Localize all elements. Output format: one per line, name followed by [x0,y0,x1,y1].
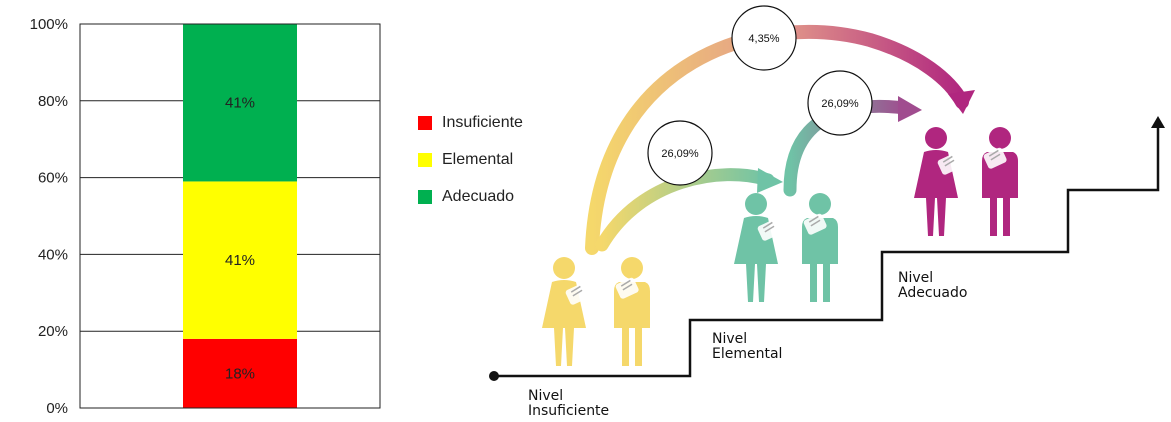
svg-text:26,09%: 26,09% [661,148,699,160]
data-label-elemental: 41% [225,252,255,269]
step-label-elemental: Nivel Elemental [712,331,782,362]
svg-text:Nivel: Nivel [528,388,563,404]
svg-text:Nivel: Nivel [712,331,747,347]
students-insuficiente-icon [542,257,650,366]
data-label-adecuado: 41% [225,95,255,112]
data-label-insuficiente: 18% [225,365,255,382]
staircase-arrowhead [1151,116,1165,128]
svg-text:4,35%: 4,35% [748,33,779,45]
legend-swatch-elemental [418,152,432,167]
badge-insuficiente-to-elemental: 26,09% [647,120,713,186]
data-labels: 18% 41% 41% [225,95,255,383]
arrowhead-to-adecuado-small [898,96,922,122]
svg-text:26,09%: 26,09% [821,98,859,110]
plot-frame [79,23,381,409]
legend-label-adecuado: Adecuado [442,187,515,205]
stacked-bar-chart: 0% 20% 40% 60% 80% 100% 18% 41% 41% [30,16,381,417]
y-tick-label: 0% [46,400,68,417]
y-axis-ticks: 0% 20% 40% 60% 80% 100% [30,16,68,417]
svg-text:Adecuado: Adecuado [898,285,967,301]
svg-text:Insuficiente: Insuficiente [528,403,609,419]
legend-swatch-insuficiente [418,115,432,130]
students-adecuado-icon [914,127,1018,236]
legend-item-elemental: Elemental [418,141,523,178]
y-tick-label: 40% [38,246,68,263]
badge-insuficiente-to-adecuado: 4,35% [731,5,797,71]
legend-label-elemental: Elemental [442,150,514,168]
svg-text:Elemental: Elemental [712,346,782,362]
arrow-insuficiente-to-adecuado [585,24,969,255]
bar-segments [183,24,297,408]
bar-segment-elemental [183,181,297,339]
step-label-adecuado: Nivel Adecuado [898,270,967,301]
staircase-line [494,124,1160,378]
arrowhead-to-elemental [757,168,783,193]
students-elemental-icon [734,193,838,302]
badge-elemental-to-adecuado: 26,09% [807,70,873,136]
y-tick-label: 100% [30,16,68,33]
y-tick-label: 20% [38,323,68,340]
y-tick-label: 60% [38,170,68,187]
step-label-insuficiente: Nivel Insuficiente [528,388,609,419]
legend-item-adecuado: Adecuado [418,178,523,215]
legend-item-insuficiente: Insuficiente [418,104,523,141]
legend-label-insuficiente: Insuficiente [442,113,523,131]
staircase-start-dot [489,371,499,381]
arrowhead-to-adecuado [948,90,975,114]
bar-segment-insuficiente [183,338,297,408]
y-tick-label: 80% [38,93,68,110]
svg-text:Nivel: Nivel [898,270,933,286]
legend-swatch-adecuado [418,189,432,204]
legend: Insuficiente Elemental Adecuado [418,104,523,215]
bar-segment-adecuado [183,24,297,182]
